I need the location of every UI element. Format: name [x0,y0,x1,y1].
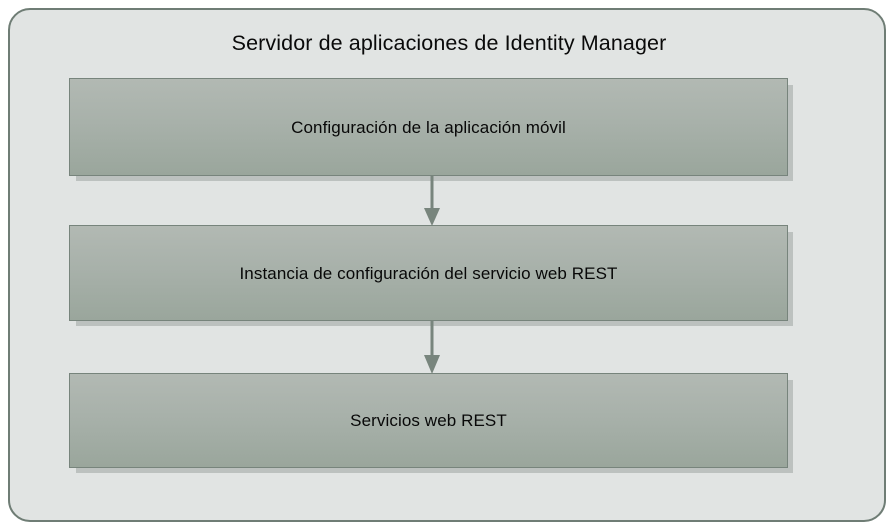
process-box-rest-web-services[interactable]: Servicios web REST [69,373,788,468]
container-title: Servidor de aplicaciones de Identity Man… [231,31,667,55]
process-box-label: Instancia de configuración del servicio … [239,263,618,283]
identity-manager-app-server-container: Servidor de aplicaciones de Identity Man… [8,8,886,522]
process-box-mobile-app-config[interactable]: Configuración de la aplicación móvil [69,78,788,176]
connector-arrow-down-one [416,176,448,226]
arrow-down-icon [424,176,440,226]
arrow-down-icon [424,321,440,374]
process-box-rest-web-service-config-instance[interactable]: Instancia de configuración del servicio … [69,225,788,321]
connector-arrow-down-two [416,321,448,374]
process-box-label: Servicios web REST [350,411,507,430]
process-box-label: Configuración de la aplicación móvil [291,117,566,137]
